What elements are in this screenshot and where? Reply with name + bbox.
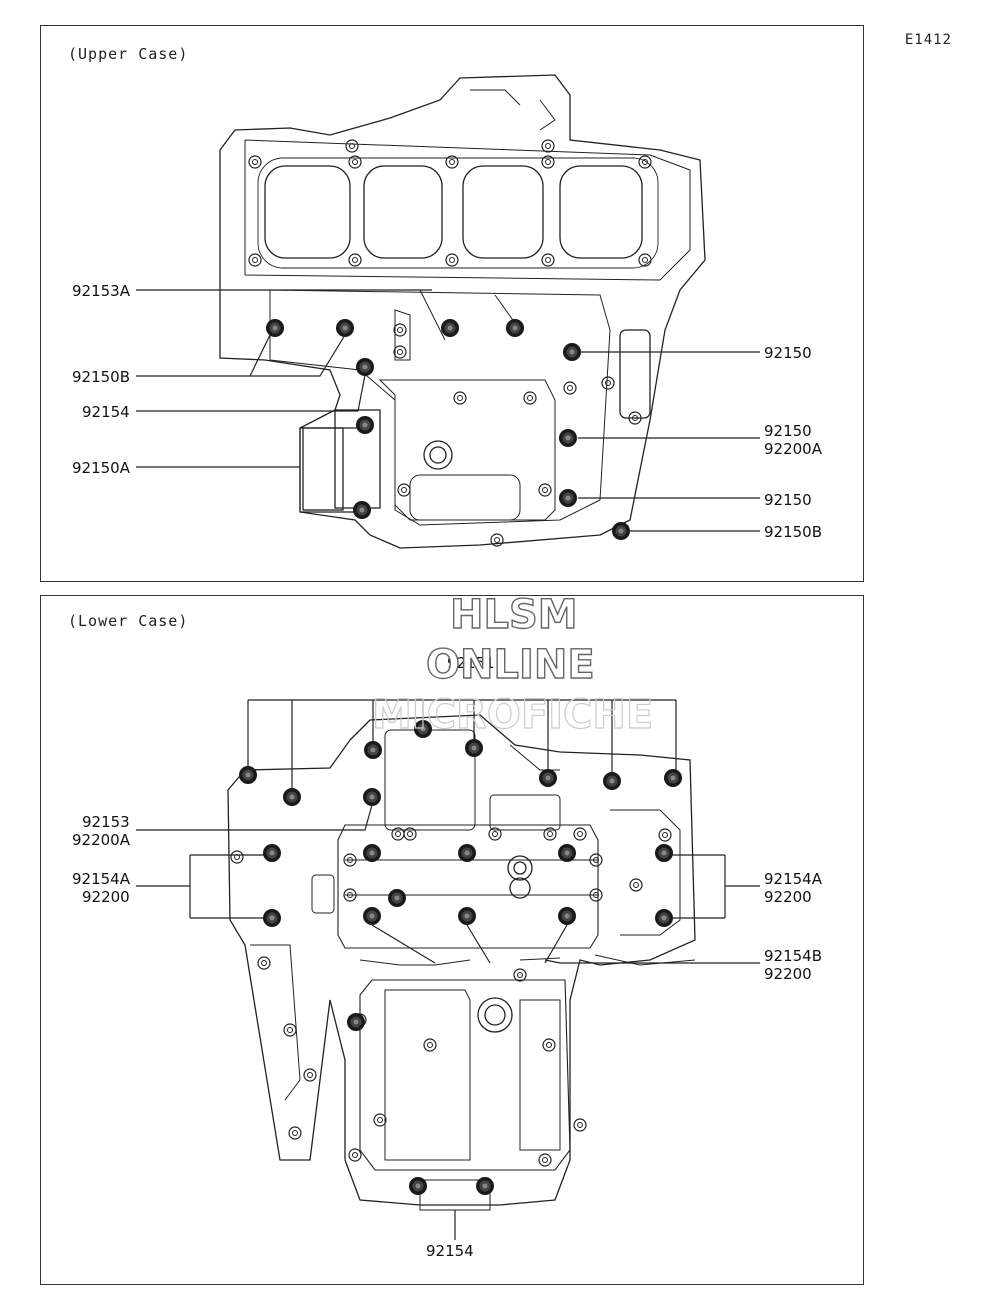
- upper-case-holes: [248, 139, 652, 547]
- label-92151: 92151: [447, 654, 495, 672]
- upper-case-bolts: [266, 319, 630, 540]
- label-92150B-left: 92150B: [72, 368, 130, 386]
- lower-case-caption: (Lower Case): [68, 612, 189, 630]
- lower-case-holes: [230, 827, 672, 1167]
- label-92150-c: 92150: [764, 491, 812, 509]
- label-92200-left: 92200: [82, 888, 130, 906]
- diagram-code: E1412: [904, 32, 952, 48]
- upper-case-drawing: [219, 74, 706, 549]
- label-92200-right2: 92200: [764, 965, 812, 983]
- watermark: HLSM ONLINE MICROFICHE: [371, 591, 653, 738]
- label-92154: 92154: [82, 403, 130, 421]
- label-92200A: 92200A: [764, 440, 823, 458]
- label-92150-b: 92150: [764, 422, 812, 440]
- label-92150A: 92150A: [72, 459, 131, 477]
- label-92150-a: 92150: [764, 344, 812, 362]
- label-92153: 92153: [82, 813, 130, 831]
- upper-case-leaders: [136, 289, 760, 532]
- upper-case-caption: (Upper Case): [68, 45, 189, 63]
- label-92200A-lower: 92200A: [72, 831, 131, 849]
- watermark-line2: ONLINE: [426, 642, 595, 688]
- upper-case-labels: 92153A 92150B 92154 92150A 92150 92150 9…: [72, 282, 823, 541]
- watermark-line1: HLSM: [450, 592, 578, 638]
- label-92153A: 92153A: [72, 282, 131, 300]
- lower-case-bolts: [239, 720, 682, 1195]
- watermark-line3: MICROFICHE: [372, 692, 653, 738]
- lower-case-leaders: [136, 699, 760, 1240]
- upper-case-panel: [40, 25, 864, 582]
- lower-case-labels: 92151 92153 92200A 92154A 92200 92154A 9…: [72, 654, 823, 1260]
- label-92200-right: 92200: [764, 888, 812, 906]
- label-92154A-left: 92154A: [72, 870, 131, 888]
- label-92150B-right: 92150B: [764, 523, 822, 541]
- label-92154B: 92154B: [764, 947, 822, 965]
- label-92154-bottom: 92154: [426, 1242, 474, 1260]
- label-92154A-right: 92154A: [764, 870, 823, 888]
